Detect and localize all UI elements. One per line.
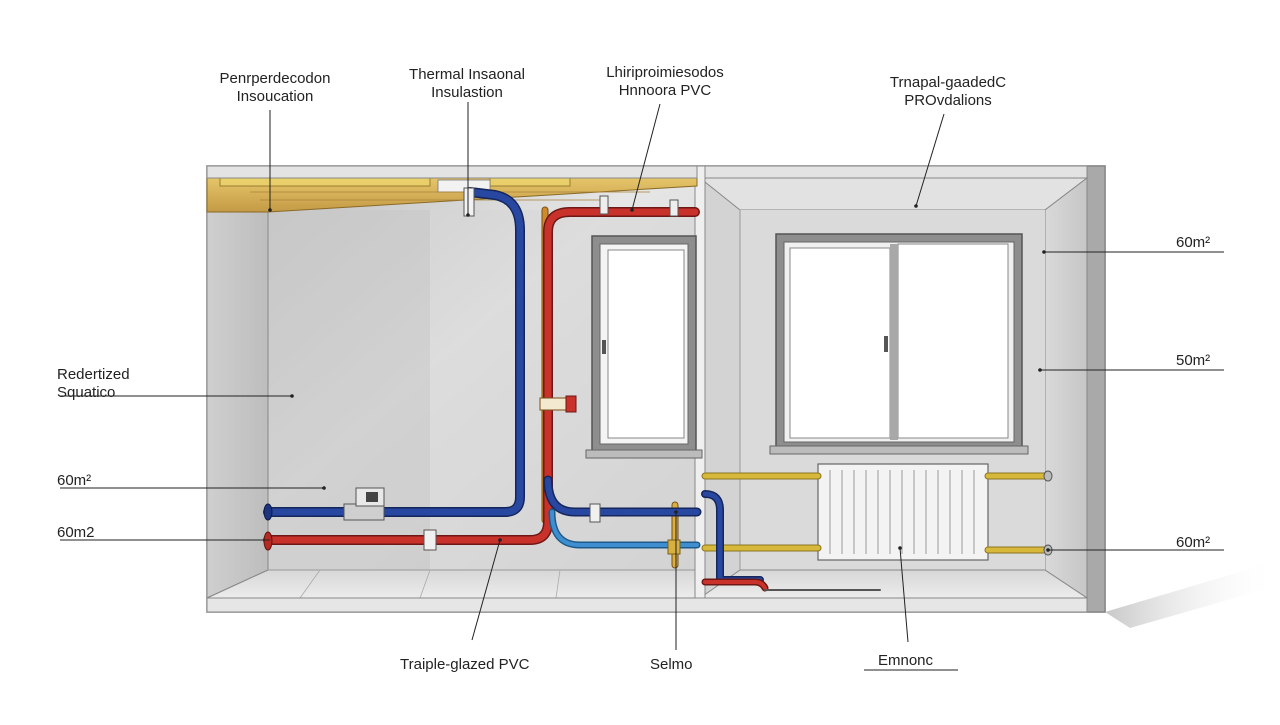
label-top-3-line2: Hnnoora PVC [618,82,712,99]
ceiling-right [704,165,1088,179]
label-right-3: 60m² [1176,534,1211,551]
label-top-4-line2: PROvdalions [904,92,992,109]
right-outer-wall [1086,165,1106,613]
pipe-network [263,187,1052,592]
ground-shadow [1105,560,1280,628]
window-right-room [769,233,1029,455]
label-top-3-line1: Lhiriproimiesodos [606,64,724,81]
window-left-room [585,235,703,459]
label-top-4: Trnapal-gaadedC PROvdalions [868,74,1028,110]
label-right-1: 60m² [1176,234,1211,251]
label-top-2-line2: Insulastion [431,84,503,101]
pipe-fittings [263,187,1053,556]
label-top-2-line1: Thermal Insaonal [409,66,525,83]
label-left-3: 60m2 [57,524,95,541]
radiator [817,463,989,561]
ceiling-insulation [206,165,698,213]
label-bottom-3: Emnonc [878,652,934,669]
label-bottom-2: Selmo [650,656,693,673]
label-top-1-line2: Insoucation [236,88,314,105]
label-top-3: Lhiriproimiesodos Hnnoora PVC [585,64,745,100]
floor-slab [206,597,1088,613]
label-top-4-line1: Trnapal-gaadedC [889,74,1007,91]
label-bottom-1: Traiple-glazed PVC [400,656,530,673]
label-left-1-line2: Squatico [57,384,116,401]
label-top-1: Penrperdecodon Insoucation [200,70,350,106]
label-top-2: Thermal Insaonal Insulastion [392,66,542,102]
leader-dots [268,204,1050,552]
leader-lines [60,102,1224,671]
label-right-2: 50m² [1176,352,1211,369]
label-left-1: Redertized Squatico [57,366,130,402]
label-top-1-line1: Penrperdecodon [219,70,331,87]
label-left-2: 60m² [57,472,92,489]
label-left-1-line1: Redertized [57,366,130,383]
